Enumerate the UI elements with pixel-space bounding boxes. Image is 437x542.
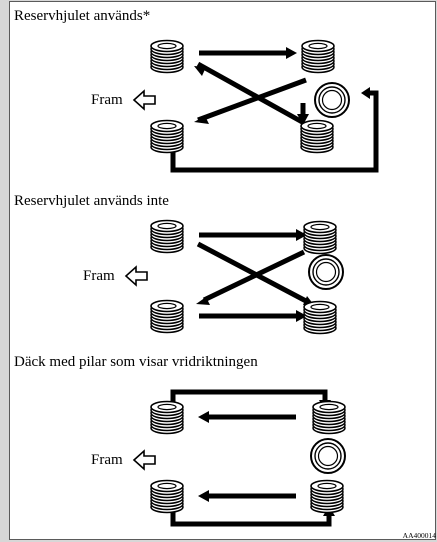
section-1-diagram (133, 39, 379, 173)
tire-front-right (301, 39, 335, 74)
front-direction-icon (133, 450, 156, 470)
tire-rear-right (300, 119, 334, 154)
tire-front-left (150, 400, 184, 435)
figure-code: AA400014 (402, 531, 436, 540)
section-3-front-label: Fram (91, 452, 123, 468)
tire-front-left (150, 219, 184, 254)
tire-rear-left (150, 479, 184, 514)
section-3-arrows (170, 389, 332, 527)
section-1-arrowheads (194, 47, 370, 125)
section-2-diagram (125, 219, 344, 335)
tire-front-left (150, 39, 184, 74)
tire-front-right (303, 220, 337, 255)
tire-rear-left (150, 299, 184, 334)
spare-wheel (310, 438, 346, 474)
section-1-front-label: Fram (91, 92, 123, 108)
section-1-arrows (170, 50, 379, 173)
section-3-heading: Däck med pilar som visar vridriktningen (14, 354, 258, 370)
section-3-diagram (133, 389, 346, 527)
tire-rear-left (150, 119, 184, 154)
spare-wheel (308, 254, 344, 290)
section-1-heading: Reservhjulet används* (14, 8, 151, 24)
tire-front-right (312, 400, 346, 435)
section-2-arrows (196, 232, 308, 319)
section-2-heading: Reservhjulet används inte (14, 193, 169, 209)
spare-wheel (314, 82, 350, 118)
tire-rear-right (310, 479, 344, 514)
front-direction-icon (125, 266, 148, 286)
front-direction-icon (133, 90, 156, 110)
tire-rear-right (303, 300, 337, 335)
section-2-front-label: Fram (83, 268, 115, 284)
